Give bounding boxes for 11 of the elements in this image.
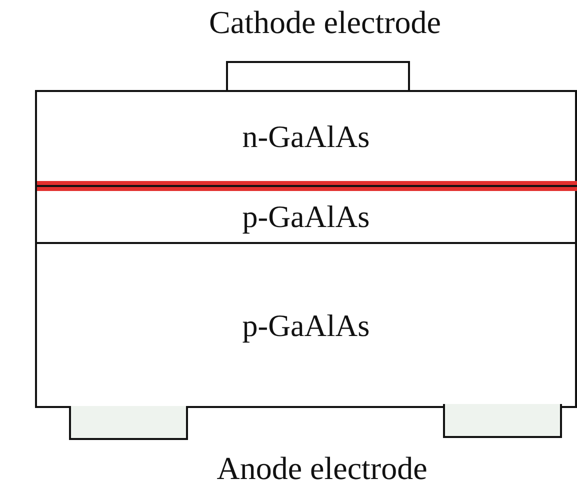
electrode-label: Anode electrode — [216, 452, 428, 484]
layer-label: p-GaAlAs — [242, 201, 370, 232]
layer-label: p-GaAlAs — [242, 310, 370, 340]
electrode-pad — [69, 406, 188, 440]
electrode-label: Cathode electrode — [209, 6, 441, 38]
semiconductor-layer — [35, 90, 577, 181]
electrode-pad — [226, 61, 410, 92]
semiconductor-layer — [35, 242, 577, 408]
layer-label: n-GaAlAs — [242, 121, 370, 152]
semiconductor-layer — [35, 191, 577, 242]
electrode-pad — [443, 404, 562, 438]
